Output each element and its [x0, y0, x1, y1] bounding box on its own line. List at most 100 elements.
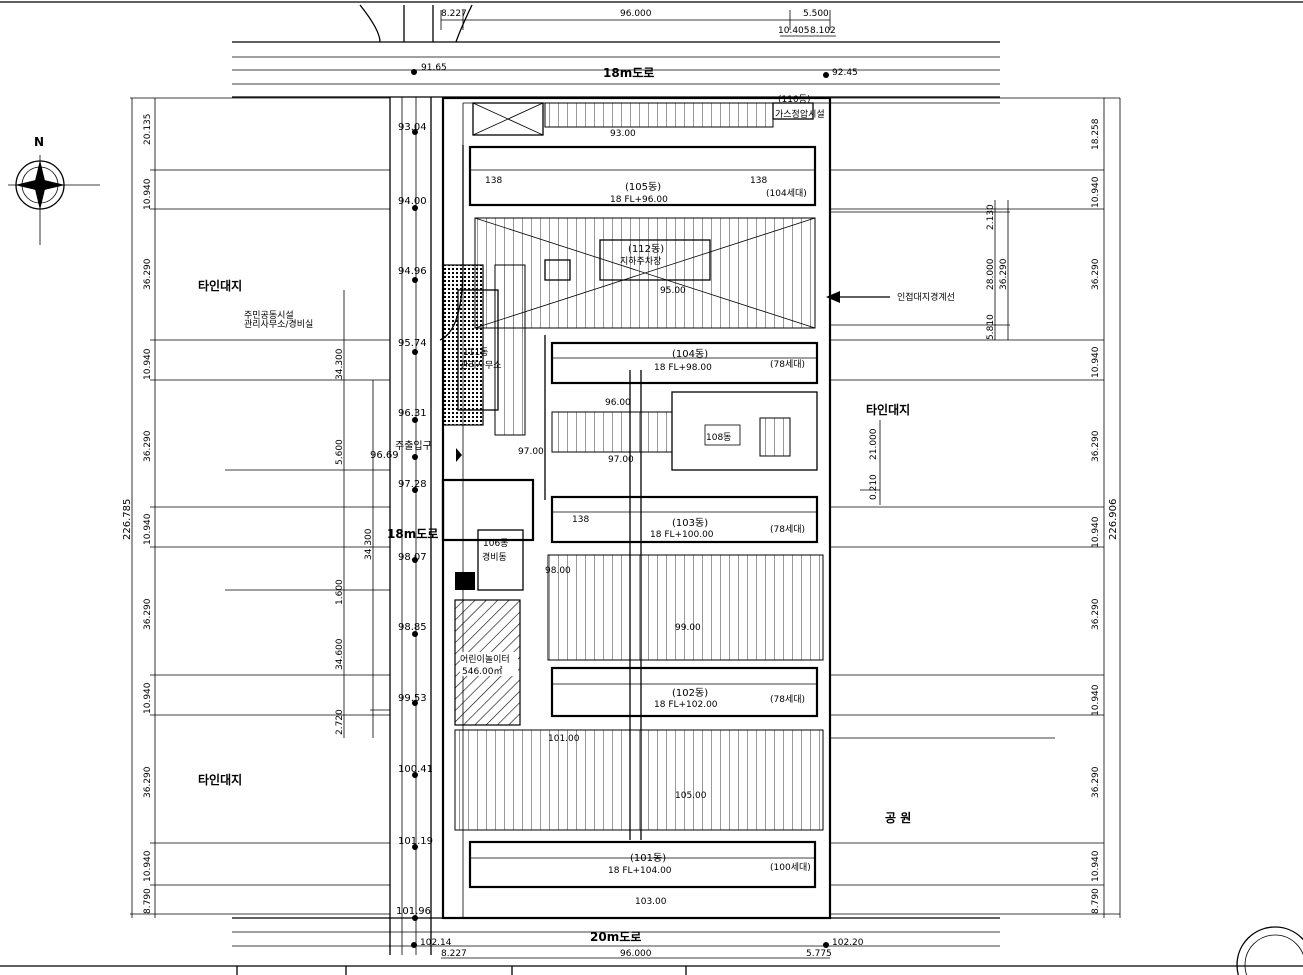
facility-108-block — [671, 391, 818, 471]
unit-tag: 138 — [572, 515, 589, 525]
west-vert-dim: 1.600 — [335, 579, 345, 605]
right-dim: 18.258 — [1091, 118, 1101, 150]
gas-facility-block — [472, 102, 544, 136]
facility-111 — [442, 264, 526, 436]
left-dimension-chain — [130, 97, 390, 918]
parking-area — [454, 729, 824, 831]
west-level: 96.31 — [398, 408, 427, 419]
internal-level: 95.00 — [660, 286, 686, 296]
north-road — [232, 4, 1000, 104]
north-label: N — [34, 135, 44, 149]
neighbor-lot-label: 타인대지 — [866, 402, 910, 417]
building-104 — [550, 341, 819, 385]
boundary-arrow-icon — [826, 291, 890, 303]
right-dimension-chain — [830, 97, 1121, 918]
facility-106-label: 106동 — [483, 538, 508, 549]
top-dim-sub1: 10.405 — [778, 26, 810, 36]
left-dim: 10.940 — [143, 850, 153, 882]
note-label: 관리사무소/경비실 — [244, 318, 313, 330]
west-vert-dim: 2.720 — [335, 709, 345, 735]
bottom-dim-left: 8.227 — [441, 949, 467, 959]
west-level: 95.74 — [398, 338, 427, 349]
top-dim-right: 5.500 — [803, 9, 829, 19]
west-level: 94.00 — [398, 196, 427, 207]
building-floors: 18 FL+98.00 — [654, 363, 712, 373]
left-dim: 8.790 — [143, 888, 153, 914]
north-arrow-icon — [8, 155, 100, 245]
top-dimension-line — [440, 10, 836, 37]
neighbor-lot-label: 타인대지 — [198, 278, 242, 293]
left-dim: 10.940 — [143, 178, 153, 210]
internal-level: 96.00 — [605, 398, 631, 408]
facility-sub: 지하주차장 — [620, 255, 661, 267]
west-level: 98.85 — [398, 622, 427, 633]
building-floors: 18 FL+104.00 — [608, 866, 672, 876]
east-dim: 36.290 — [999, 258, 1009, 290]
west-vert-dim: 34.300 — [364, 528, 374, 560]
internal-level: 101.00 — [548, 734, 580, 744]
parking-strip — [544, 102, 774, 128]
stamp-seal-icon — [1236, 926, 1303, 975]
bottom-dim-main: 96.000 — [620, 949, 652, 959]
left-dim: 10.940 — [143, 682, 153, 714]
building-units: (78세대) — [770, 694, 805, 705]
mid-dim: 0.210 — [869, 474, 879, 500]
building-name: (103동) — [672, 517, 708, 529]
building-105 — [468, 145, 817, 207]
playground-area: 546.00㎡ — [462, 666, 503, 677]
west-level: 101.96 — [396, 906, 431, 917]
neighbor-lot-label: 타인대지 — [198, 772, 242, 787]
building-name: (105동) — [625, 181, 661, 193]
boundary-label: 인접대지경계선 — [897, 291, 955, 303]
building-112-parking — [474, 217, 816, 329]
internal-level: 93.00 — [610, 129, 636, 139]
east-dim: 2.130 — [986, 204, 996, 230]
internal-level: 97.00 — [608, 455, 634, 465]
note-label: 주민공동시설 — [244, 310, 294, 321]
building-name: (102동) — [672, 687, 708, 699]
mid-dim: 21.000 — [869, 428, 879, 460]
building-units: (78세대) — [770, 524, 805, 535]
right-dim: 10.940 — [1091, 346, 1101, 378]
right-dim: 10.940 — [1091, 176, 1101, 208]
left-dim: 36.290 — [143, 766, 153, 798]
facility-106-sub: 경비동 — [482, 551, 507, 563]
gas-building-sub: 가스정압시설 — [775, 108, 825, 120]
top-dim-sub2: 8.102 — [810, 26, 836, 36]
right-dim: 10.940 — [1091, 684, 1101, 716]
facility-111-sub: 관리사무소 — [460, 360, 501, 371]
park-label: 공 원 — [885, 811, 911, 825]
right-dim: 36.290 — [1091, 258, 1101, 290]
building-103 — [550, 495, 819, 544]
west-vert-dim: 34.600 — [335, 638, 345, 670]
internal-level: 105.00 — [675, 791, 707, 801]
internal-level: 103.00 — [635, 897, 667, 907]
left-dim: 36.290 — [143, 430, 153, 462]
facility-108-label: 108동 — [706, 432, 731, 443]
west-level: 100.41 — [398, 764, 433, 775]
top-dim-left: 8.227 — [441, 9, 467, 19]
west-level: 93.04 — [398, 122, 427, 133]
playground — [454, 599, 521, 726]
internal-level: 98.00 — [545, 566, 571, 576]
east-dim: 28.000 — [986, 258, 996, 290]
unit-tag: 138 — [750, 176, 767, 186]
right-dim: 36.290 — [1091, 766, 1101, 798]
south-road-label: 20m도로 — [590, 930, 641, 944]
north-road-label: 18m도로 — [603, 66, 654, 80]
right-dim: 36.290 — [1091, 430, 1101, 462]
building-units: (104세대) — [766, 188, 807, 199]
west-level: 101.19 — [398, 836, 433, 847]
right-dim: 10.940 — [1091, 850, 1101, 882]
playground-label: 어린이놀이터 — [460, 654, 510, 665]
left-dim: 36.290 — [143, 598, 153, 630]
left-dim: 20.135 — [143, 114, 153, 146]
left-dim: 10.940 — [143, 348, 153, 380]
building-units: (100세대) — [770, 862, 811, 873]
bottom-level-left: 102.14 — [420, 938, 452, 948]
building-name: (104동) — [672, 348, 708, 360]
east-dimension-lines — [830, 200, 1010, 505]
west-level: 98.07 — [398, 552, 427, 563]
